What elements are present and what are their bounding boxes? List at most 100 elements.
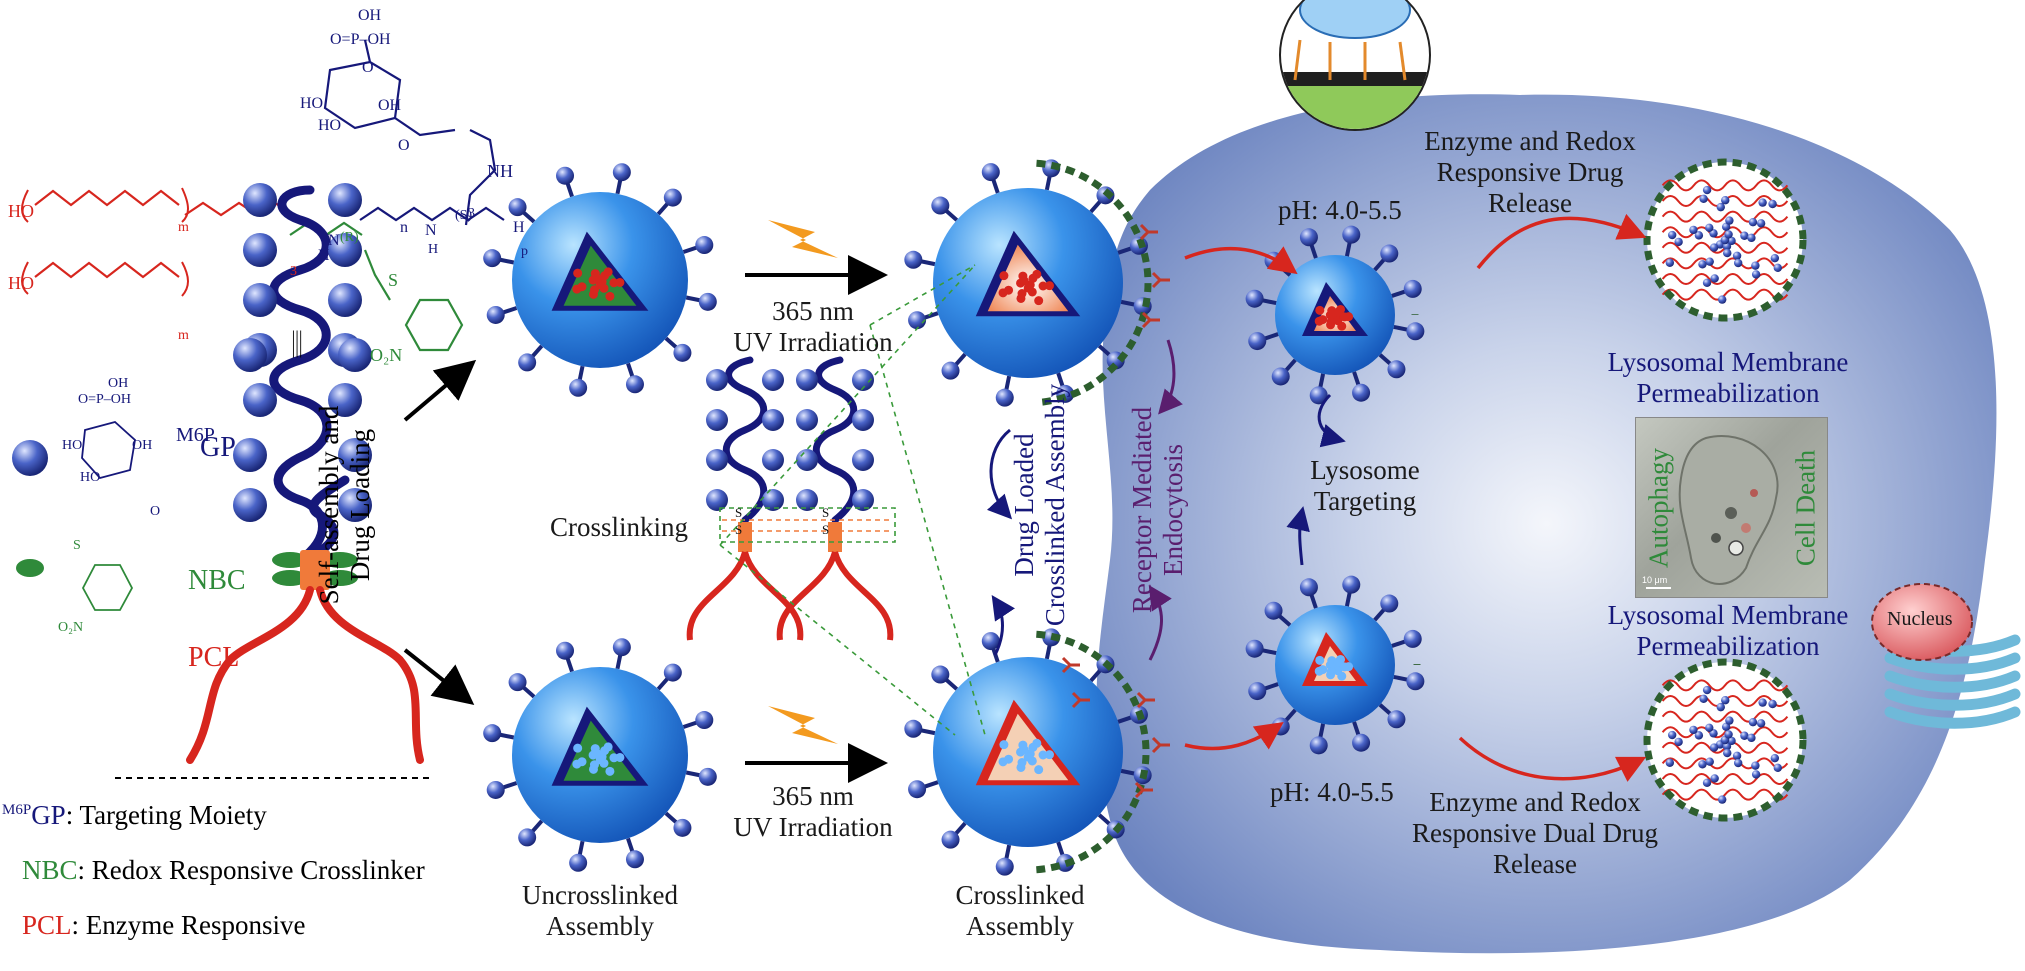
- pcl-chain: [190, 590, 310, 760]
- ligand-ball: [942, 831, 960, 849]
- paren: [182, 262, 188, 296]
- chem-o-ring: O: [398, 130, 410, 161]
- ligand-ball: [982, 163, 1000, 181]
- gp-label: GP: [200, 432, 236, 463]
- release-ball: [1734, 759, 1742, 767]
- drug-dot: [605, 292, 614, 301]
- scale-bar-label: 10 μm: [1642, 575, 1667, 585]
- polymer-illustration: [190, 183, 420, 760]
- crosslink-coil: [816, 360, 854, 520]
- chem-h-2: H: [428, 234, 438, 265]
- release-top: [1647, 162, 1803, 318]
- enzyme-bottom-line3: Release: [1395, 849, 1675, 880]
- chem-3-2: 3: [468, 198, 475, 229]
- receptor-line1: Receptor Mediated: [1127, 407, 1158, 613]
- chem-oh-ring: OH: [378, 90, 401, 121]
- ligand-ball: [1352, 734, 1370, 752]
- release-ball: [1717, 703, 1725, 711]
- crosslink-ball: [706, 409, 728, 431]
- mono-p-oh: O=P–OH: [78, 384, 131, 415]
- drug-dot: [1034, 296, 1043, 305]
- uncrosslinked-label: Uncrosslinked Assembly: [505, 880, 695, 942]
- lmp-bottom-line1: Lysosomal Membrane: [1588, 600, 1868, 631]
- self-assembly-label: Self-assembly and Drug Loading: [314, 406, 376, 605]
- uv-bottom-line2: UV Irradiation: [728, 812, 898, 843]
- release-ball: [1666, 259, 1674, 267]
- ligand-ball: [908, 311, 926, 329]
- chem-3-1: 3: [290, 256, 297, 287]
- mono-ho-1: HO: [62, 430, 82, 461]
- ligand-ball: [1406, 672, 1424, 690]
- m6p-ball: [328, 183, 362, 217]
- crosslink-ball: [852, 449, 874, 471]
- release-ball: [1699, 195, 1707, 203]
- np-uncrosslinked-bottom: [483, 638, 717, 872]
- drug-dot: [1004, 286, 1013, 295]
- crosslink-ball: [706, 449, 728, 471]
- ligand-ball: [1342, 576, 1360, 594]
- enzyme-top-line3: Release: [1400, 188, 1660, 219]
- ligand-ball: [664, 189, 682, 207]
- chem-nh: NH: [487, 156, 513, 187]
- ligand-ball: [673, 344, 691, 362]
- release-ball: [1689, 726, 1697, 734]
- crosslink-ball: [796, 449, 818, 471]
- chem-ho-1: HO: [8, 196, 34, 227]
- crosslinking-label: Crosslinking: [550, 512, 688, 543]
- uv-bottom-line1: 365 nm: [728, 781, 898, 812]
- autophagy-label: Autophagy: [1644, 448, 1675, 568]
- m6p-ball: [243, 183, 277, 217]
- release-ball: [1749, 218, 1757, 226]
- ligand-ball: [1352, 384, 1370, 402]
- legend-gp-super: M6P: [2, 802, 31, 818]
- release-ball: [1725, 716, 1733, 724]
- drug-dot: [999, 271, 1008, 280]
- ligand-ball: [699, 768, 717, 786]
- ligand-ball: [673, 819, 691, 837]
- drug-dot: [1340, 312, 1349, 321]
- crosslink-s-label: S: [822, 505, 829, 520]
- legend-nbc-desc: : Redox Responsive Crosslinker: [78, 855, 425, 885]
- mono-oh-2: OH: [132, 430, 152, 461]
- uv-bolt-top-icon: [768, 220, 838, 258]
- bond: [365, 250, 390, 300]
- drug-dot: [590, 760, 599, 769]
- mono-o: O: [150, 496, 160, 527]
- legend-gp-term: GP: [31, 800, 66, 830]
- release-ball: [1699, 695, 1707, 703]
- enzyme-redox-top-label: Enzyme and Redox Responsive Drug Release: [1400, 126, 1660, 219]
- ligand-ball: [509, 673, 527, 691]
- drug-dot: [577, 757, 586, 766]
- ligand-ball: [1380, 245, 1398, 263]
- bond-chain: [35, 191, 179, 205]
- uncrosslinked-line1: Uncrosslinked: [505, 880, 695, 911]
- ligand-ball: [908, 780, 926, 798]
- mono-benzene-ring: [83, 565, 132, 610]
- ligand-ball: [695, 236, 713, 254]
- lmp-top-line1: Lysosomal Membrane: [1588, 347, 1868, 378]
- ligand-ball: [1300, 228, 1318, 246]
- ligand-ball: [699, 293, 717, 311]
- chem-r: (R): [340, 222, 359, 253]
- ligand-ball: [556, 642, 574, 660]
- release-ball: [1724, 730, 1732, 738]
- uv-top-line1: 365 nm: [728, 296, 898, 327]
- ligand-ball: [569, 854, 587, 872]
- enzyme-top-line1: Enzyme and Redox: [1400, 126, 1660, 157]
- release-ball: [1771, 254, 1779, 262]
- ligand-ball: [518, 828, 536, 846]
- release-ball: [1710, 743, 1718, 751]
- chem-s-atom: S: [388, 265, 398, 296]
- release-ball: [1668, 231, 1676, 239]
- drug-dot: [600, 746, 609, 755]
- chem-o-link: O: [362, 52, 374, 83]
- drug-dot: [1020, 276, 1029, 285]
- mono-o2n: O₂N: [58, 612, 83, 643]
- ligand-ball: [931, 666, 949, 684]
- release-ball: [1751, 261, 1759, 269]
- cell-micrograph: 10 μm Autophagy Cell Death: [1635, 417, 1828, 598]
- ligand-ball: [626, 375, 644, 393]
- release-ball: [1698, 760, 1706, 768]
- ph-top-label: pH: 4.0-5.5: [1278, 195, 1402, 226]
- pcl-label: PCL: [188, 642, 239, 673]
